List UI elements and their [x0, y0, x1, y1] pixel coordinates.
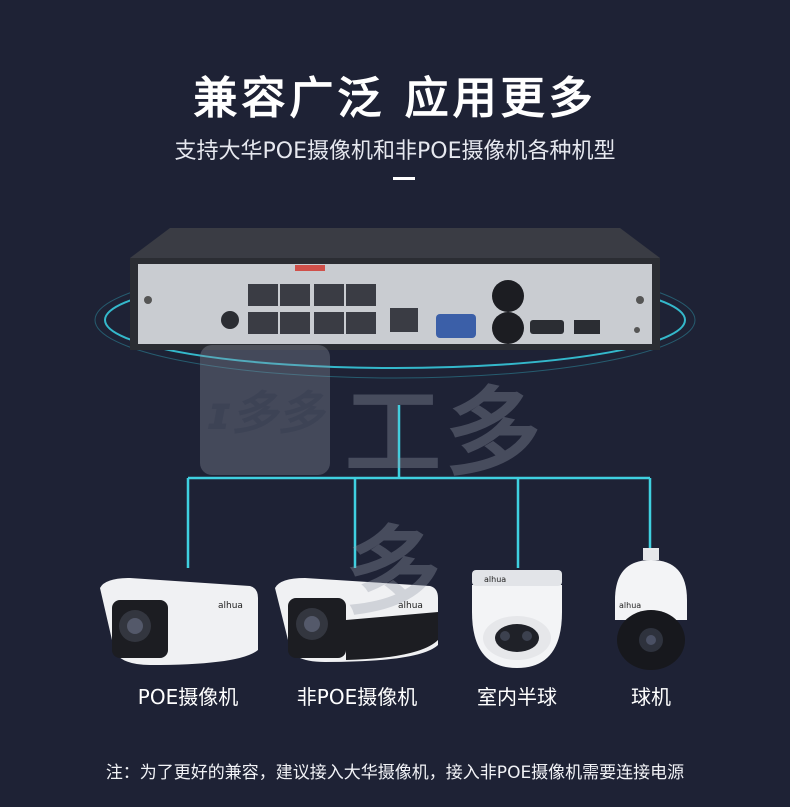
poe-bullet-camera-icon: alhua [100, 578, 258, 665]
svg-text:alhua: alhua [619, 601, 641, 610]
watermark-brand-text: 工多多 [345, 377, 545, 628]
ptz-camera-icon: alhua [615, 548, 687, 670]
title-divider [393, 177, 415, 180]
svg-text:alhua: alhua [218, 601, 243, 611]
footnote: 注：为了更好的兼容，建议接入大华摄像机，接入非POE摄像机需要连接电源 [105, 763, 685, 783]
nvr-recorder-icon [130, 228, 660, 350]
svg-text:alhua: alhua [398, 601, 423, 611]
page-title: 兼容广泛 应用更多 [193, 73, 597, 124]
non-poe-bullet-camera-icon: alhua [275, 578, 438, 662]
watermark: ɪ多多 工多多 [200, 345, 620, 628]
camera-label-dome: 室内半球 [477, 685, 557, 709]
camera-label-ptz: 球机 [631, 685, 671, 709]
camera-label-poe: POE摄像机 [137, 685, 239, 709]
page-subtitle: 支持大华POE摄像机和非POE摄像机各种机型 [174, 139, 616, 164]
watermark-logo-icon: ɪ多多 [200, 345, 330, 475]
connection-lines [186, 405, 652, 568]
svg-text:alhua: alhua [484, 575, 506, 584]
camera-label-non-poe: 非POE摄像机 [296, 685, 418, 709]
dome-camera-icon: alhua [472, 570, 562, 668]
